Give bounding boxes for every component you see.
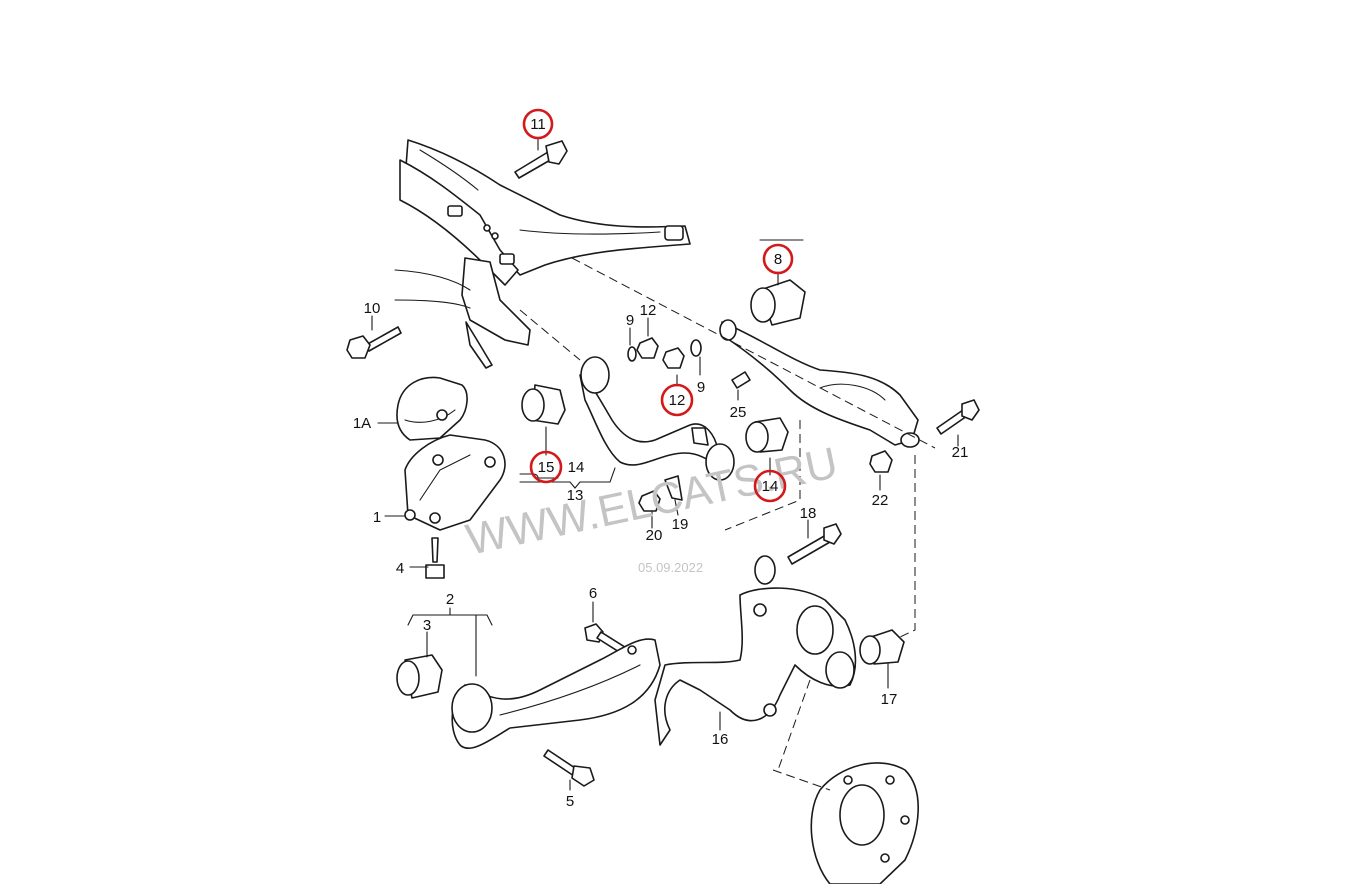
wheel-hub	[810, 762, 919, 884]
clip-19	[664, 475, 683, 501]
bolt-10	[346, 326, 402, 359]
bolt-5	[543, 749, 595, 787]
bush-8	[750, 279, 806, 326]
screw-25	[731, 371, 751, 389]
watermark-date: 05.09.2022	[638, 560, 703, 575]
label-1: 1	[373, 509, 381, 526]
label-9-lower: 9	[697, 379, 705, 396]
callout-labels: 11 8 10 9 12 12 9 25 1A 15 14 13 14 21 2…	[353, 116, 969, 810]
screw-4	[425, 537, 445, 579]
washer-9-upper	[627, 346, 637, 362]
assembly-lines	[519, 257, 936, 791]
bolt-11	[514, 140, 568, 179]
label-22: 22	[872, 492, 889, 509]
nut-12-upper	[636, 337, 659, 359]
label-10: 10	[364, 300, 381, 317]
wishbone-arm	[719, 319, 920, 448]
label-14-right: 14	[762, 478, 779, 495]
highlight-12	[660, 383, 694, 417]
label-4: 4	[396, 560, 404, 577]
subframe	[394, 139, 691, 369]
label-21: 21	[952, 444, 969, 461]
label-6: 6	[589, 585, 597, 602]
bush-17	[859, 629, 905, 665]
label-5: 5	[566, 793, 574, 810]
label-11: 11	[530, 116, 546, 133]
label-8: 8	[774, 251, 782, 268]
label-3: 3	[423, 617, 431, 634]
label-18: 18	[800, 505, 817, 522]
bolt-21	[936, 399, 980, 435]
label-9-upper: 9	[626, 312, 634, 329]
label-20: 20	[646, 527, 663, 544]
washer-9-lower	[690, 339, 702, 357]
label-16: 16	[712, 731, 729, 748]
highlight-marks	[522, 108, 794, 503]
label-12-upper: 12	[640, 302, 657, 319]
bracket-1	[404, 434, 506, 531]
bolt-18	[787, 523, 842, 565]
label-19: 19	[672, 516, 689, 533]
nut-20	[638, 490, 661, 512]
highlight-8	[762, 243, 794, 275]
mount-1A	[396, 376, 468, 441]
label-12-lower: 12	[669, 392, 686, 409]
label-2: 2	[446, 591, 454, 608]
nut-12-lower	[662, 347, 685, 369]
label-13: 13	[567, 487, 584, 504]
highlight-15	[529, 450, 563, 484]
highlight-11	[522, 108, 554, 140]
trailing-arm-2	[451, 638, 661, 750]
leader-lines	[371, 137, 959, 791]
label-14-left: 14	[568, 459, 585, 476]
hub-carrier-16	[654, 555, 857, 746]
highlight-14	[753, 469, 787, 503]
label-1A: 1A	[353, 415, 371, 432]
bush-14	[745, 417, 789, 453]
label-25: 25	[730, 404, 747, 421]
bush-15	[521, 384, 566, 425]
control-arm-13	[579, 356, 735, 481]
label-17: 17	[881, 691, 898, 708]
label-15: 15	[538, 459, 555, 476]
bush-3	[396, 654, 443, 699]
nut-22	[869, 450, 893, 473]
